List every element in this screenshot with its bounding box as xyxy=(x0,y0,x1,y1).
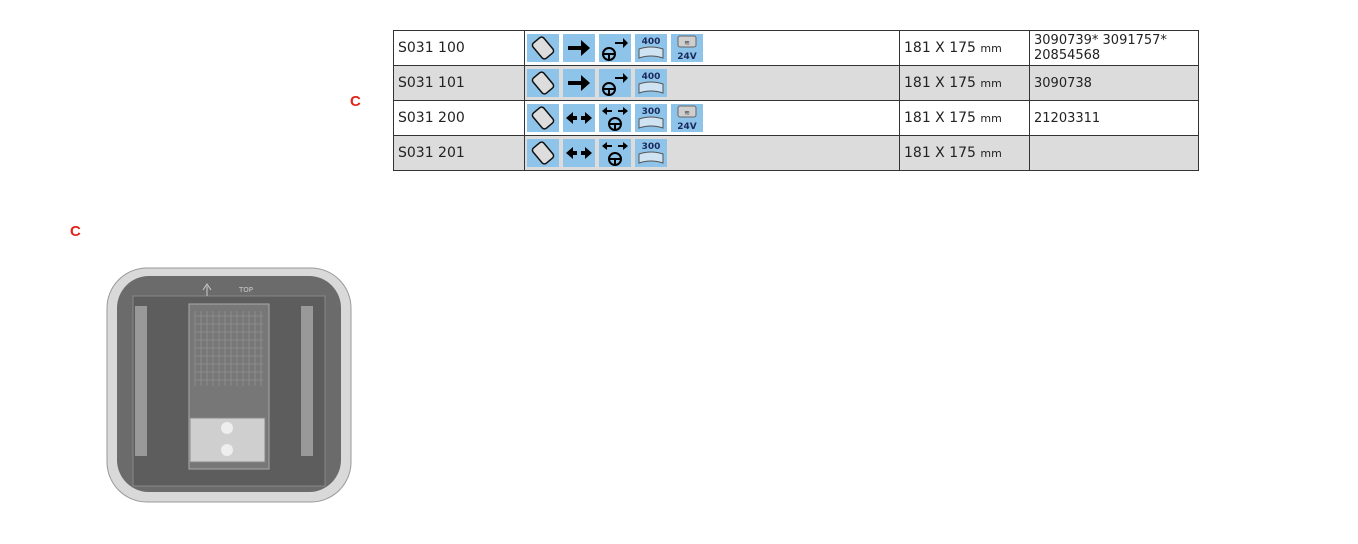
size-value: 181 X 175 xyxy=(904,110,976,126)
feature-icons: 300 ≋ 24V xyxy=(524,100,900,136)
arrow-right-icon xyxy=(563,34,595,62)
curve-400-icon: 400 xyxy=(635,34,667,62)
svg-text:24V: 24V xyxy=(677,52,697,62)
feature-icons: 300 xyxy=(524,135,900,171)
part-code: S031 101 xyxy=(393,65,525,101)
mirror-glass-icon xyxy=(527,34,559,62)
oem-references: 3090738 xyxy=(1029,65,1199,101)
size-unit: mm xyxy=(980,77,1002,90)
table-row: S031 201 300 181 X 175 mm xyxy=(393,135,1199,171)
dimensions: 181 X 175 mm xyxy=(899,65,1030,101)
svg-text:400: 400 xyxy=(642,72,661,82)
oem-references xyxy=(1029,135,1199,171)
part-code: S031 200 xyxy=(393,100,525,136)
steering-right-icon xyxy=(599,34,631,62)
feature-icons: 400 xyxy=(524,65,900,101)
mirror-glass-icon xyxy=(527,104,559,132)
steering-both-icon xyxy=(599,139,631,167)
mirror-glass-icon xyxy=(527,69,559,97)
mirror-glass-icon xyxy=(527,139,559,167)
mirror-glass-image: TOP xyxy=(106,267,352,503)
svg-text:300: 300 xyxy=(642,107,661,117)
steering-both-icon xyxy=(599,104,631,132)
svg-text:≋: ≋ xyxy=(684,109,690,117)
part-code: S031 201 xyxy=(393,135,525,171)
size-unit: mm xyxy=(980,112,1002,125)
oem-references: 3090739* 3091757* 20854568 xyxy=(1029,30,1199,66)
arrow-both-icon xyxy=(563,139,595,167)
dimensions: 181 X 175 mm xyxy=(899,100,1030,136)
heated-24v-icon: ≋ 24V xyxy=(671,104,703,132)
dimensions: 181 X 175 mm xyxy=(899,30,1030,66)
feature-icons: 400 ≋ 24V xyxy=(524,30,900,66)
curve-300-icon: 300 xyxy=(635,139,667,167)
size-unit: mm xyxy=(980,147,1002,160)
size-value: 181 X 175 xyxy=(904,75,976,91)
arrow-both-icon xyxy=(563,104,595,132)
oem-references: 21203311 xyxy=(1029,100,1199,136)
size-unit: mm xyxy=(980,42,1002,55)
size-value: 181 X 175 xyxy=(904,145,976,161)
curve-300-icon: 300 xyxy=(635,104,667,132)
svg-text:≋: ≋ xyxy=(684,39,690,47)
dimensions: 181 X 175 mm xyxy=(899,135,1030,171)
svg-text:24V: 24V xyxy=(677,122,697,132)
part-code: S031 100 xyxy=(393,30,525,66)
arrow-right-icon xyxy=(563,69,595,97)
section-letter: C xyxy=(350,93,361,110)
size-value: 181 X 175 xyxy=(904,40,976,56)
steering-right-icon xyxy=(599,69,631,97)
curve-400-icon: 400 xyxy=(635,69,667,97)
top-label: TOP xyxy=(238,286,253,294)
svg-text:300: 300 xyxy=(642,142,661,152)
svg-text:400: 400 xyxy=(642,37,661,47)
heated-24v-icon: ≋ 24V xyxy=(671,34,703,62)
section-letter: C xyxy=(70,223,81,240)
